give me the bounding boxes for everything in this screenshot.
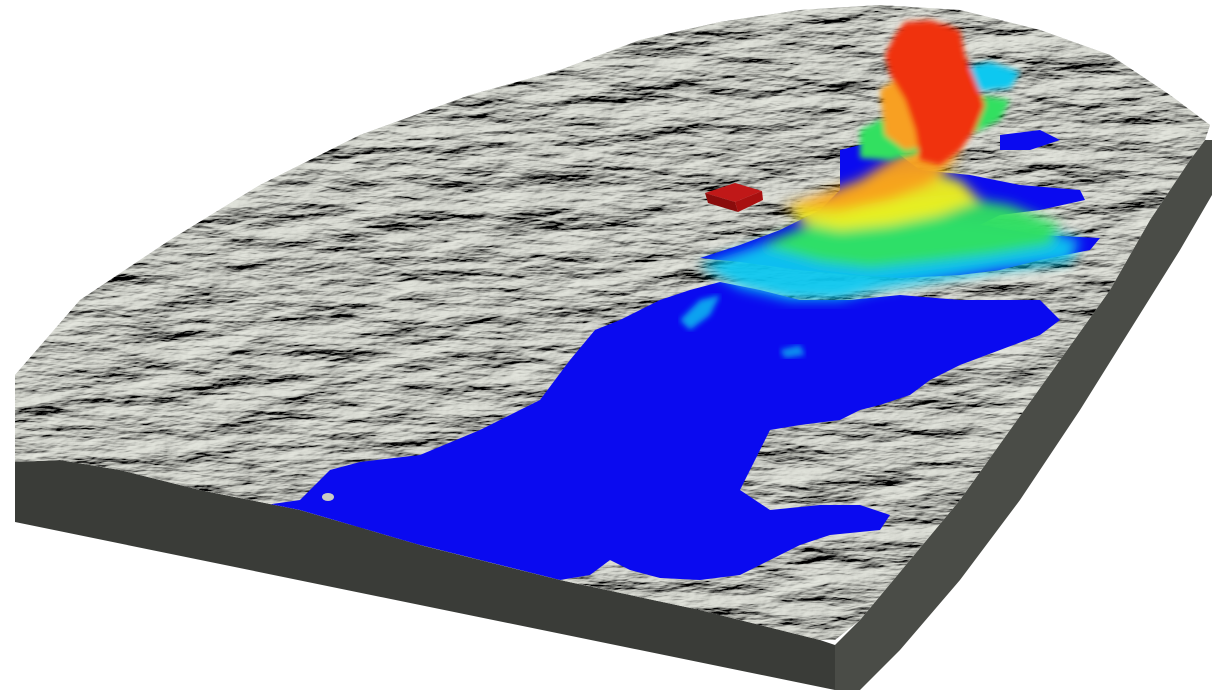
flood-depth-upper <box>860 20 1020 165</box>
base-side-face <box>835 140 1212 690</box>
flood-channel-streak <box>680 295 720 330</box>
flood-depth-gradient <box>700 120 1080 300</box>
base-front-face <box>15 460 835 690</box>
structure-block-icon <box>705 183 763 212</box>
small-island <box>322 493 334 501</box>
